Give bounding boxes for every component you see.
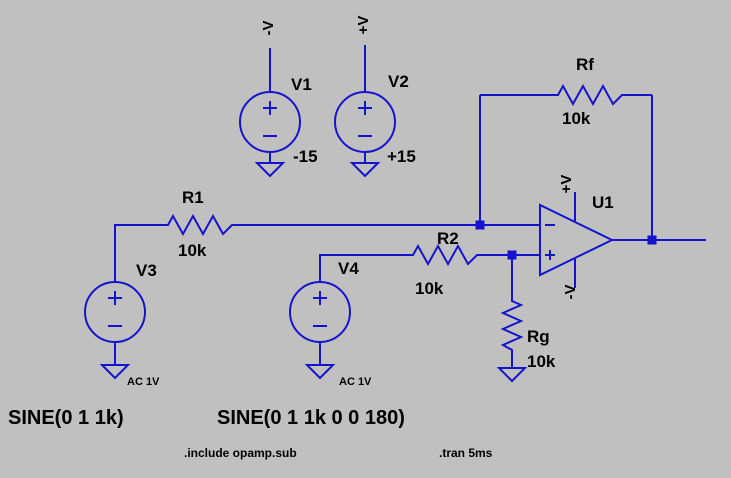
v1-value-label[interactable]: -15 bbox=[293, 147, 318, 166]
v2-name-label[interactable]: V2 bbox=[388, 72, 409, 91]
v3-sine-label[interactable]: SINE(0 1 1k) bbox=[8, 407, 124, 429]
ground-icon[interactable] bbox=[254, 162, 286, 178]
r1-name-label[interactable]: R1 bbox=[182, 188, 204, 207]
voltage-source-v1[interactable] bbox=[239, 91, 301, 153]
r1-value-label[interactable]: 10k bbox=[178, 241, 207, 260]
ground-icon[interactable] bbox=[496, 367, 528, 383]
ground-icon[interactable] bbox=[349, 162, 381, 178]
wire[interactable] bbox=[114, 224, 160, 282]
r2-name-label[interactable]: R2 bbox=[437, 229, 459, 248]
v4-name-label[interactable]: V4 bbox=[338, 259, 359, 278]
ground-icon[interactable] bbox=[304, 364, 336, 380]
rg-value-label[interactable]: 10k bbox=[527, 352, 556, 371]
v1-name-label[interactable]: V1 bbox=[291, 75, 312, 94]
opamp-vplus-net-label[interactable]: +V bbox=[558, 174, 575, 194]
rg-name-label[interactable]: Rg bbox=[527, 327, 550, 346]
net-label-minus-v[interactable]: -V bbox=[260, 20, 277, 36]
opamp-vminus-net-label[interactable]: -V bbox=[562, 284, 579, 300]
rf-value-label[interactable]: 10k bbox=[562, 109, 591, 128]
rf-name-label[interactable]: Rf bbox=[576, 55, 594, 74]
voltage-source-v4[interactable] bbox=[289, 281, 351, 343]
resistor-rf[interactable] bbox=[550, 83, 630, 107]
r2-value-label[interactable]: 10k bbox=[415, 279, 444, 298]
voltage-source-v3[interactable] bbox=[84, 281, 146, 343]
junction-node[interactable] bbox=[507, 250, 517, 260]
voltage-source-v2[interactable] bbox=[334, 91, 396, 153]
v4-ac-label[interactable]: AC 1V bbox=[339, 376, 372, 388]
v2-value-label[interactable]: +15 bbox=[387, 147, 416, 166]
resistor-r2[interactable] bbox=[405, 243, 485, 267]
v3-ac-label[interactable]: AC 1V bbox=[127, 376, 160, 388]
opamp-u1[interactable] bbox=[539, 203, 615, 277]
junction-node[interactable] bbox=[475, 220, 485, 230]
v4-sine-label[interactable]: SINE(0 1 1k 0 0 180) bbox=[217, 407, 405, 429]
net-label-plus-v[interactable]: +V bbox=[355, 15, 372, 35]
resistor-r1[interactable] bbox=[160, 213, 240, 237]
junction-node[interactable] bbox=[647, 235, 657, 245]
include-directive[interactable]: .include opamp.sub bbox=[184, 446, 297, 460]
tran-directive[interactable]: .tran 5ms bbox=[439, 446, 493, 460]
v3-name-label[interactable]: V3 bbox=[136, 261, 157, 280]
wire[interactable] bbox=[319, 254, 405, 282]
resistor-rg[interactable] bbox=[500, 295, 524, 355]
u1-name-label[interactable]: U1 bbox=[592, 193, 614, 212]
ground-icon[interactable] bbox=[99, 364, 131, 380]
